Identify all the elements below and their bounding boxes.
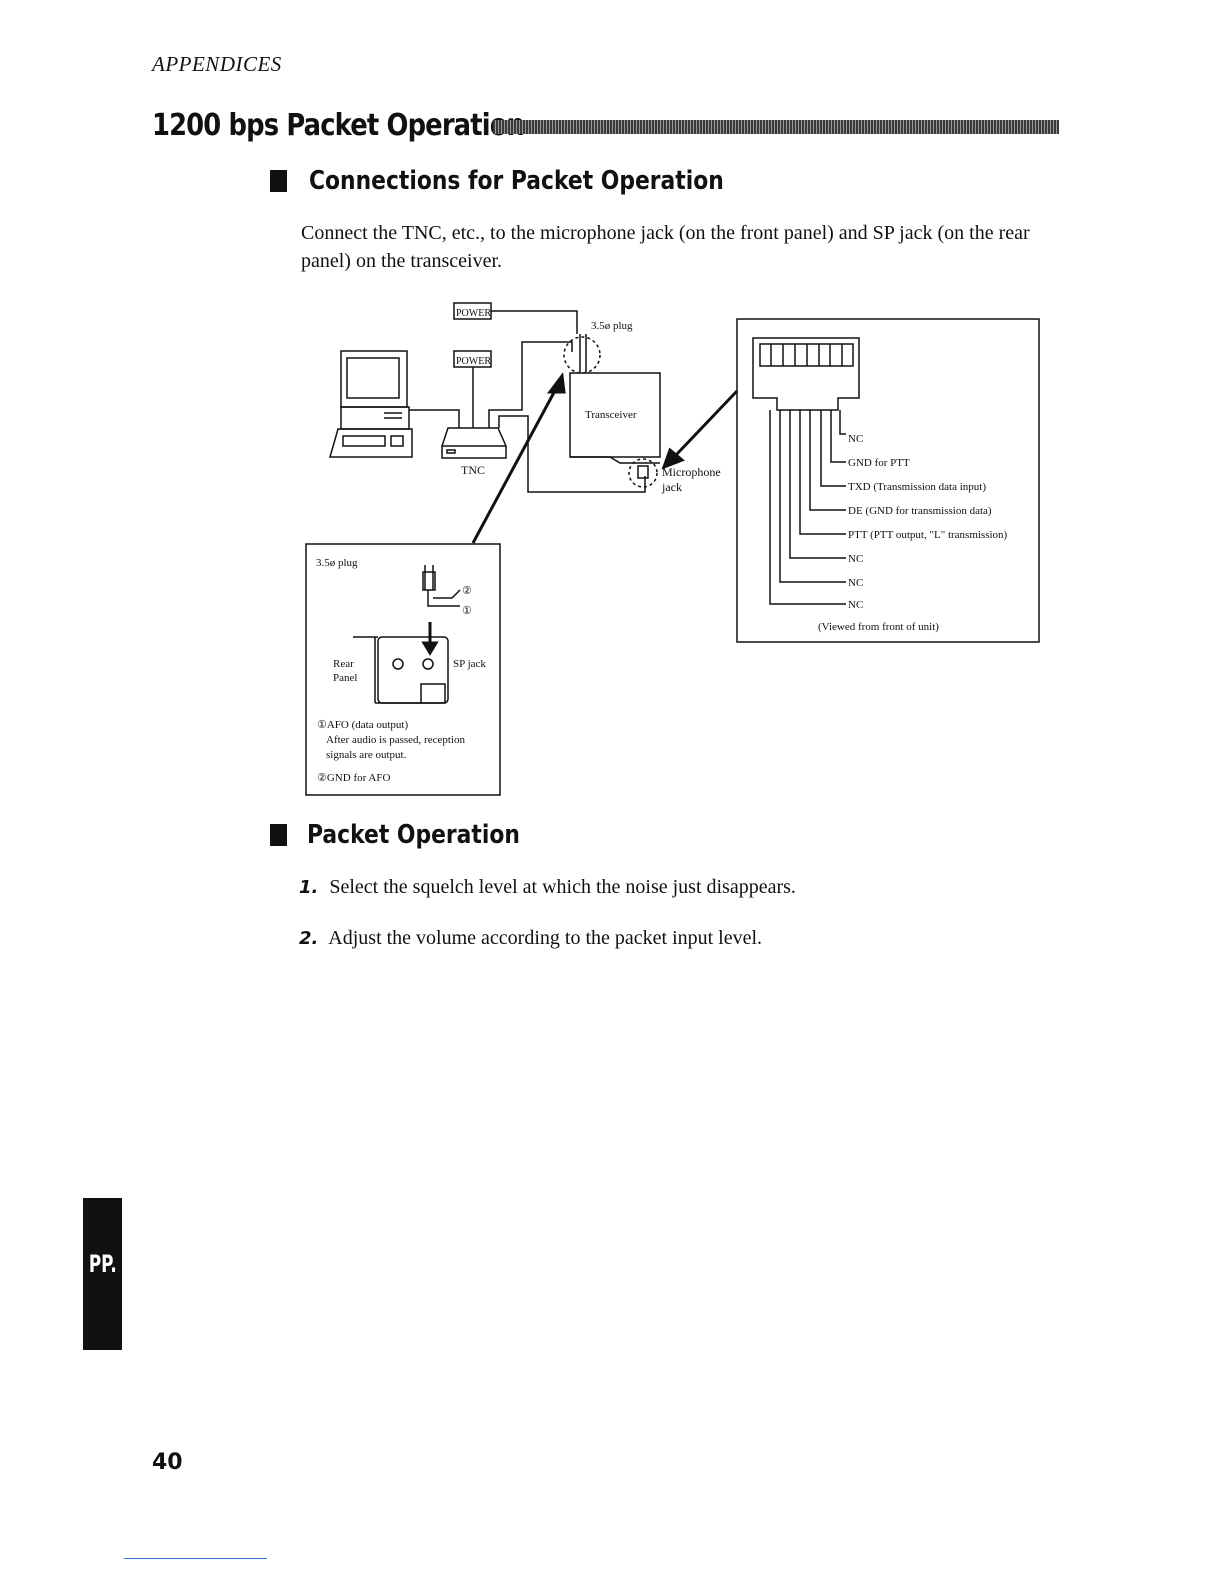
pin-label-7: NC [848, 577, 863, 589]
tnc-label: TNC [461, 463, 485, 477]
inset-circle-2: ② [462, 585, 472, 597]
pinout-panel [736, 318, 1040, 643]
plug-label-top: 3.5ø plug [591, 320, 633, 332]
section-heading-operation: Packet Operation [307, 820, 520, 850]
viewed-note: (Viewed from front of unit) [818, 621, 939, 633]
pin-label-6: NC [848, 553, 863, 565]
inset-plug-label: 3.5ø plug [316, 557, 358, 569]
gnd-afo-label: ②GND for AFO [317, 772, 390, 784]
pin-label-8: NC [848, 599, 863, 611]
page-number: 40 [152, 1450, 183, 1475]
transceiver-label: Transceiver [585, 409, 637, 421]
mic-jack-label-2: jack [661, 480, 682, 494]
section-bullet [270, 170, 287, 192]
power-label-middle: POWER [456, 356, 491, 367]
step-item: 2. Adjust the volume according to the pa… [299, 927, 762, 950]
step-item: 1. Select the squelch level at which the… [299, 876, 796, 899]
section-bullet [270, 824, 287, 846]
side-tab [83, 1198, 122, 1350]
computer-keyboard [329, 428, 413, 458]
pin-label-3: TXD (Transmission data input) [848, 481, 986, 493]
transceiver-box [569, 372, 661, 458]
mic-jack-label-1: Microphone [662, 465, 721, 479]
power-label-top: POWER [456, 308, 491, 319]
step-number: 2. [299, 928, 319, 949]
afo-desc-1: After audio is passed, reception [326, 734, 465, 746]
sp-jack-inset [305, 543, 501, 796]
running-head: APPENDICES [152, 52, 282, 76]
pin-label-1: NC [848, 433, 863, 445]
section-heading-connections: Connections for Packet Operation [309, 166, 724, 196]
page-title: 1200 bps Packet Operation [152, 108, 525, 143]
side-tab-label: PP. [88, 1250, 117, 1278]
inset-circle-1: ① [462, 605, 472, 617]
sp-jack-label: SP jack [453, 658, 486, 670]
step-text: Adjust the volume according to the packe… [328, 927, 763, 949]
afo-desc-2: signals are output. [326, 749, 407, 761]
footer-rule [124, 1558, 267, 1559]
step-number: 1. [299, 877, 319, 898]
intro-paragraph: Connect the TNC, etc., to the microphone… [301, 222, 1030, 272]
heading-rule [493, 120, 1059, 134]
afo-label: ①AFO (data output) [317, 719, 408, 731]
connection-diagram: POWER POWER 3.5ø plug TNC Transceiver Mi… [305, 302, 1040, 796]
step-text: Select the squelch level at which the no… [329, 876, 796, 898]
pin-label-2: GND for PTT [848, 457, 910, 469]
rear-label-1: Rear [333, 658, 354, 670]
pin-label-4: DE (GND for transmission data) [848, 505, 992, 517]
rear-label-2: Panel [333, 672, 357, 684]
pin-label-5: PTT (PTT output, "L" transmission) [848, 529, 1008, 541]
